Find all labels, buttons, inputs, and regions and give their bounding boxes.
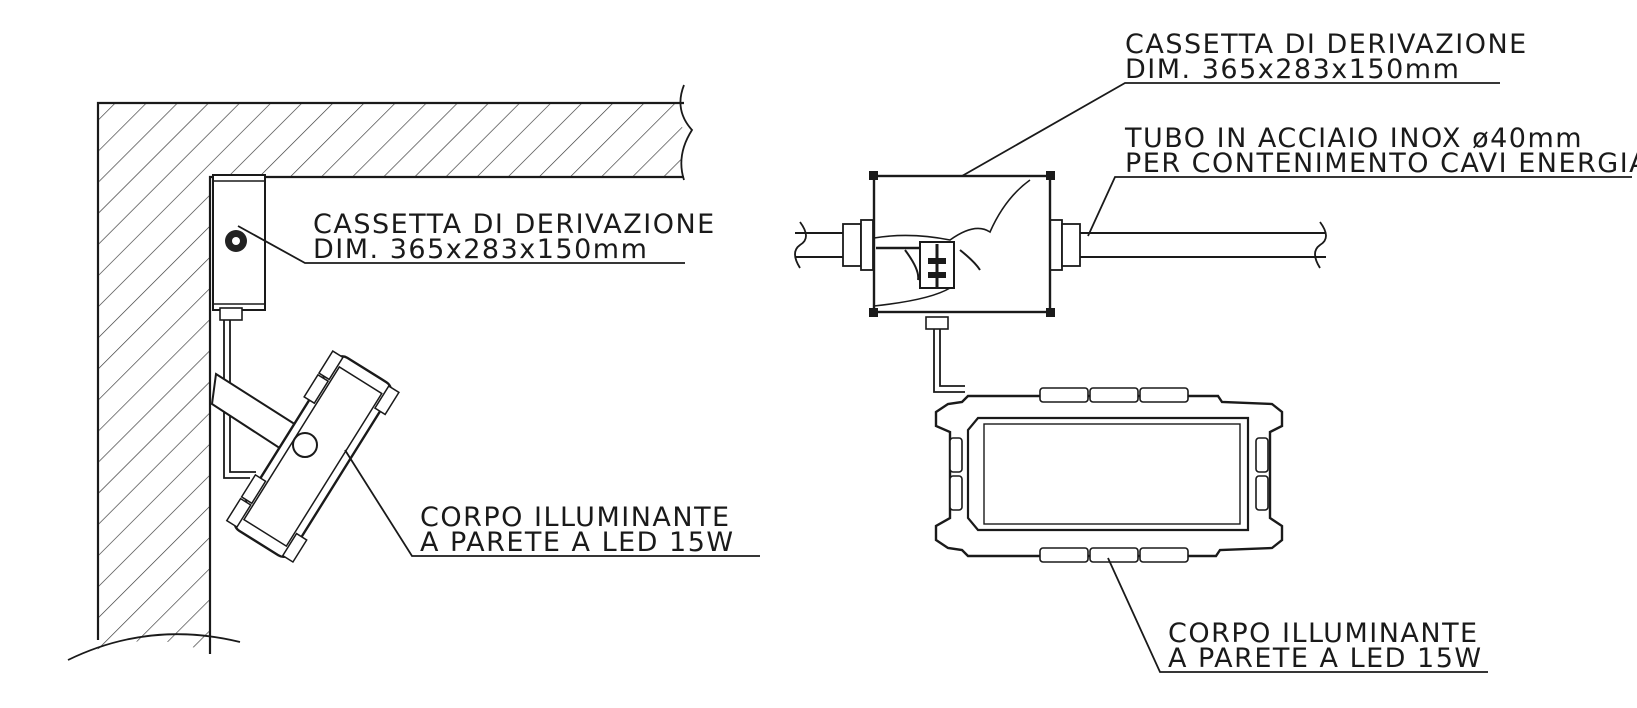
leader-luminaire-right bbox=[1107, 557, 1488, 673]
junction-box-left bbox=[212, 174, 266, 321]
label-pipe-line1: TUBO IN ACCIAIO INOX ø40mm bbox=[1124, 123, 1583, 154]
label-junction-box-left-line2: DIM. 365x283x150mm bbox=[313, 234, 648, 265]
leader-junction-box-left bbox=[237, 225, 685, 264]
leader-pipe bbox=[1087, 176, 1632, 237]
label-luminaire-left-line1: CORPO ILLUMINANTE bbox=[420, 502, 731, 533]
label-junction-box-left-line1: CASSETTA DI DERIVAZIONE bbox=[313, 209, 716, 240]
label-luminaire-left-line2: A PARETE A LED 15W bbox=[420, 527, 735, 558]
leader-luminaire-left bbox=[344, 449, 760, 557]
wall-ceiling-section bbox=[68, 103, 692, 660]
label-junction-box-right-line2: DIM. 365x283x150mm bbox=[1125, 54, 1460, 85]
label-luminaire-right-line1: CORPO ILLUMINANTE bbox=[1168, 618, 1479, 649]
junction-box-right bbox=[869, 171, 1055, 330]
leader-junction-box-right bbox=[961, 82, 1500, 177]
luminaire-left bbox=[225, 350, 400, 564]
ceiling-break-line bbox=[679, 84, 694, 181]
left-section-view: CASSETTA DI DERIVAZIONE DIM. 365x283x150… bbox=[67, 84, 760, 661]
bracket-pivot-icon bbox=[292, 432, 318, 458]
steel-pipe-left bbox=[794, 219, 874, 271]
label-junction-box-right-line1: CASSETTA DI DERIVAZIONE bbox=[1125, 29, 1528, 60]
label-luminaire-right-line2: A PARETE A LED 15W bbox=[1168, 643, 1483, 674]
conduit-right bbox=[933, 329, 965, 393]
wall-break-line bbox=[67, 633, 241, 661]
terminal-block bbox=[876, 241, 981, 289]
cutaway-outline bbox=[873, 179, 1031, 307]
label-pipe-line2: PER CONTENIMENTO CAVI ENERGIA bbox=[1125, 148, 1637, 179]
luminaire-right bbox=[934, 387, 1284, 563]
right-front-view: CASSETTA DI DERIVAZIONE DIM. 365x283x150… bbox=[794, 29, 1637, 674]
conduit-left bbox=[223, 320, 256, 479]
wall-outline bbox=[96, 101, 684, 640]
wall-inner-face bbox=[208, 175, 684, 654]
